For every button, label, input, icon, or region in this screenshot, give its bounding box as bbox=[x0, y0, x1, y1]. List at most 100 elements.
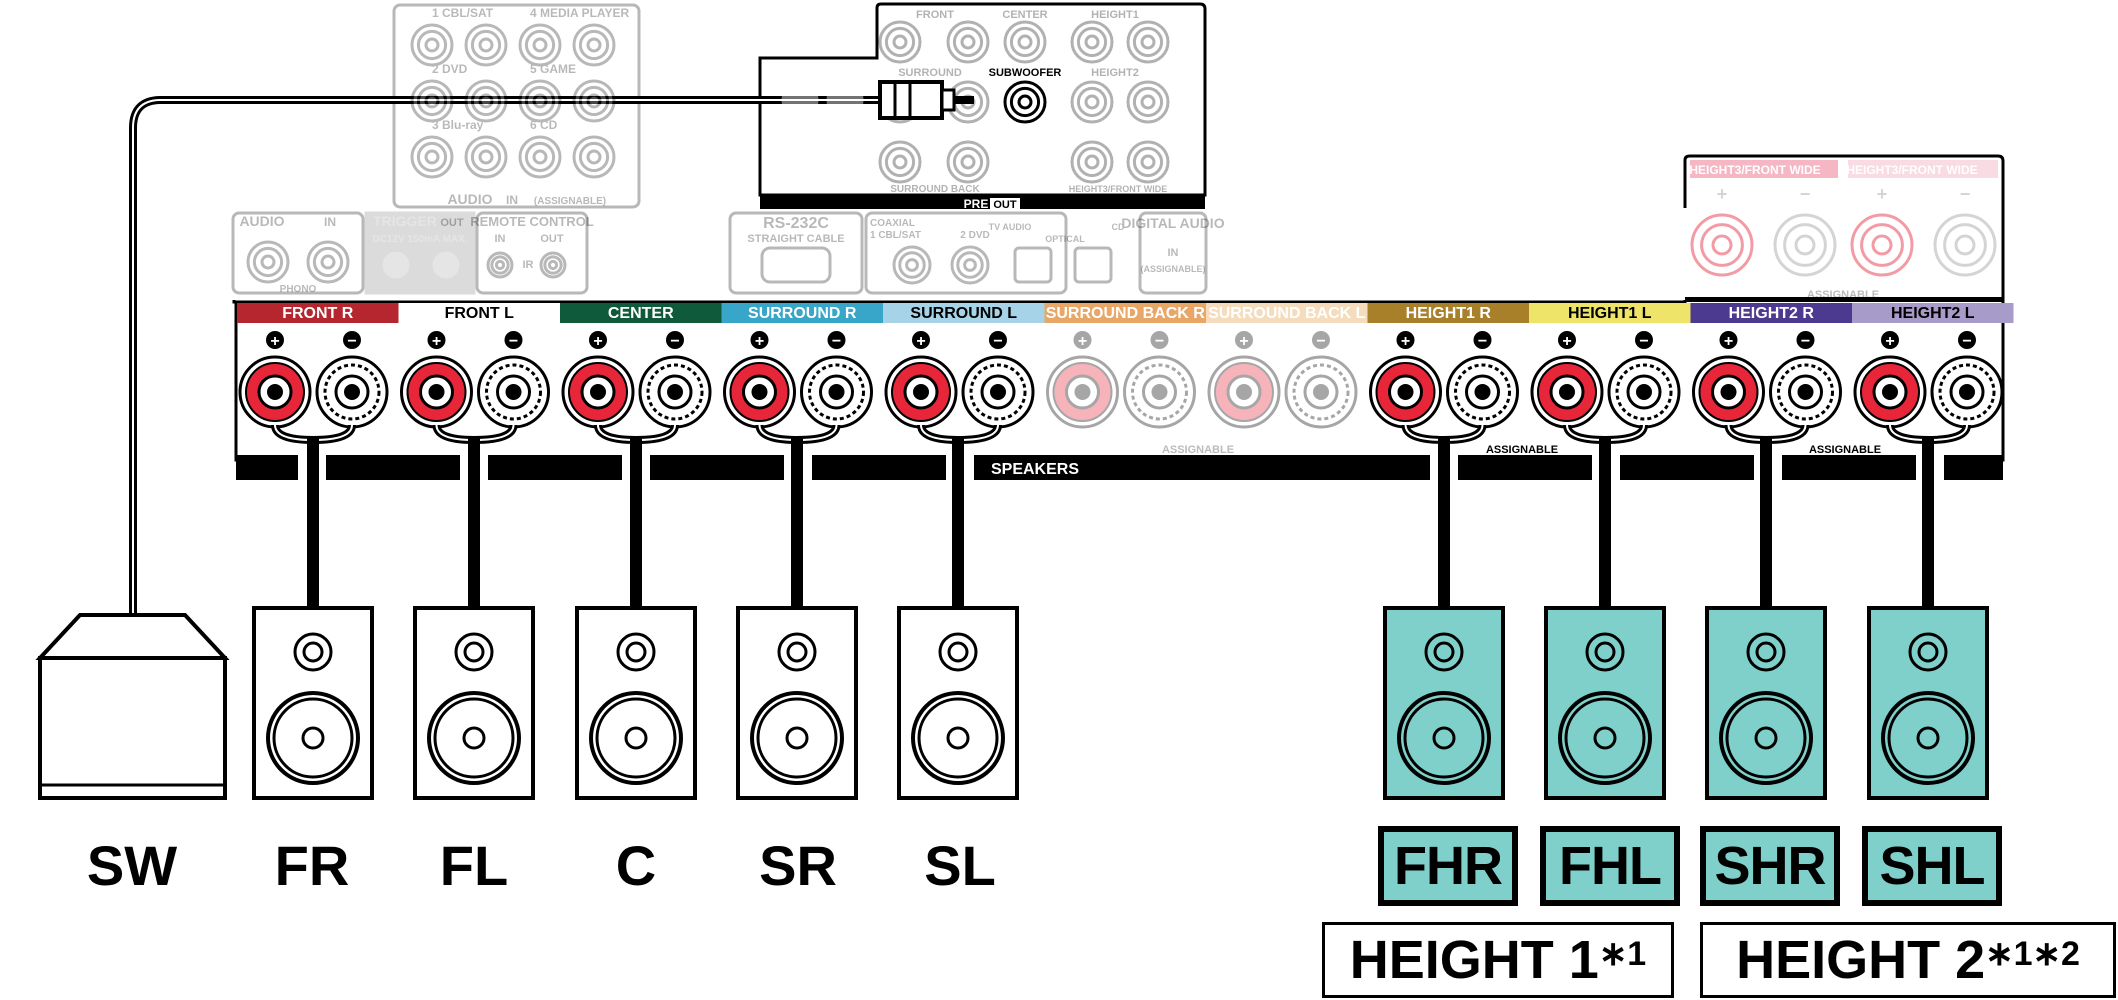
woofer-cap bbox=[1432, 726, 1456, 750]
minus-marker bbox=[1150, 331, 1169, 349]
minus-terminal-ring bbox=[1284, 355, 1358, 429]
height3-terminal bbox=[1933, 213, 1997, 277]
assignable-1-bg bbox=[1050, 440, 1420, 455]
speaker-wire bbox=[1922, 438, 1934, 608]
audio-input-jack bbox=[518, 135, 562, 179]
plus-sign: + bbox=[593, 333, 602, 350]
plus-marker bbox=[750, 331, 769, 349]
remote-jack-out bbox=[539, 251, 567, 279]
terminal-pair: +− bbox=[1207, 331, 1358, 429]
minus-marker bbox=[1958, 331, 1976, 349]
minus-sign: − bbox=[1316, 333, 1325, 350]
group-height1-note: ∗1 bbox=[1598, 935, 1647, 973]
minus-terminal-core bbox=[990, 384, 1006, 400]
label-c: C bbox=[615, 834, 657, 897]
plus-marker bbox=[1073, 331, 1092, 349]
minus-terminal-hole bbox=[1303, 374, 1339, 410]
plus-sign: + bbox=[916, 333, 925, 350]
preout-jack bbox=[1070, 80, 1114, 124]
height3-l-header bbox=[1848, 160, 1998, 178]
plus-terminal-hole bbox=[1226, 374, 1262, 410]
speaker-cabinet bbox=[575, 606, 697, 800]
rca-plug bbox=[878, 80, 974, 120]
tweeter-inner bbox=[947, 641, 969, 663]
terminal-pair: +− bbox=[1692, 331, 1842, 429]
phono-jack-l bbox=[306, 240, 350, 284]
group-height2-note: ∗1∗2 bbox=[1985, 935, 2080, 973]
minus-marker bbox=[1473, 331, 1492, 349]
plus-terminal-core bbox=[1559, 384, 1575, 400]
minus-sign: − bbox=[1962, 333, 1971, 350]
speaker-wire bbox=[791, 438, 803, 608]
preout-jack bbox=[878, 20, 922, 64]
height3-l-label: HEIGHT3/FRONT WIDE bbox=[1846, 163, 1977, 177]
coaxial-input-2: 2 DVD bbox=[960, 230, 989, 241]
plus-sign: + bbox=[1401, 333, 1410, 350]
audio-input-jack bbox=[572, 79, 616, 123]
preout-jack bbox=[946, 20, 990, 64]
zone3-label: ZONE3 bbox=[800, 183, 837, 195]
plus-terminal-core bbox=[428, 384, 445, 400]
minus-terminal-core bbox=[1797, 384, 1814, 400]
tweeter-inner bbox=[786, 641, 808, 663]
plus-sign: + bbox=[1078, 333, 1087, 350]
plus-marker bbox=[1396, 331, 1415, 349]
optical-cd-label: CD bbox=[1112, 222, 1125, 232]
plus-terminal-core bbox=[267, 384, 283, 400]
minus-marker bbox=[1796, 331, 1815, 349]
minus-sign: − bbox=[1155, 333, 1164, 350]
digital-in-label: IN bbox=[1168, 247, 1179, 259]
terminal-pair: +− bbox=[1530, 331, 1681, 429]
woofer-cap bbox=[946, 726, 970, 750]
trigger-label: TRIGGER bbox=[373, 213, 437, 229]
phono-jack-r bbox=[246, 240, 290, 284]
speaker-wire bbox=[1760, 438, 1772, 608]
woofer-cap bbox=[1916, 726, 1940, 750]
tweeter-inner bbox=[1755, 641, 1777, 663]
woofer-cap bbox=[785, 726, 809, 750]
minus-marker bbox=[827, 331, 846, 349]
plus-sign: + bbox=[1885, 333, 1894, 350]
height3-r-label: HEIGHT3/FRONT WIDE bbox=[1689, 163, 1820, 177]
preout-jack bbox=[1070, 140, 1114, 184]
trigger-jack-1 bbox=[382, 251, 410, 279]
speaker-cabinet bbox=[736, 606, 858, 800]
terminal-header bbox=[237, 303, 399, 323]
plus-terminal-ring bbox=[1046, 355, 1119, 429]
woofer-cap bbox=[1754, 726, 1778, 750]
plus-terminal-core bbox=[913, 384, 929, 400]
minus-terminal-hole bbox=[1142, 374, 1177, 410]
minus-sign: − bbox=[1639, 333, 1648, 350]
label-fl: FL bbox=[439, 834, 509, 897]
label-sw: SW bbox=[86, 834, 178, 897]
speaker-cabinet bbox=[1867, 606, 1989, 800]
plus-marker bbox=[589, 331, 607, 349]
woofer-cap bbox=[301, 726, 325, 750]
coax-jack-1 bbox=[892, 245, 932, 285]
minus-terminal-ring bbox=[1123, 355, 1196, 429]
preout-surround-label: SURROUND bbox=[898, 67, 962, 79]
speaker-wire bbox=[307, 438, 319, 608]
plus-terminal-hole bbox=[1065, 374, 1100, 410]
height3-polarity: − bbox=[1800, 184, 1811, 204]
terminal-panel-top-edge bbox=[1685, 297, 2003, 302]
height3-polarity: + bbox=[1717, 184, 1728, 204]
plus-terminal-core bbox=[1720, 384, 1737, 400]
assignable-label-1: ASSIGNABLE bbox=[1162, 444, 1234, 456]
rs232-port bbox=[760, 246, 832, 284]
optical-port-2 bbox=[1073, 246, 1113, 284]
coax-jack-2 bbox=[950, 245, 990, 285]
plus-sign: + bbox=[432, 333, 441, 350]
plus-marker bbox=[1235, 331, 1253, 349]
preout-subwoofer-label: SUBWOOFER bbox=[989, 67, 1062, 79]
speaker-cabinet bbox=[897, 606, 1019, 800]
speaker-cabinet bbox=[413, 606, 535, 800]
trigger-spec: DC12V 150mA MAX. bbox=[372, 234, 467, 245]
plus-sign: + bbox=[1562, 333, 1571, 350]
remote-jack-in bbox=[486, 251, 514, 279]
coaxial-label: COAXIAL bbox=[870, 218, 915, 229]
plus-marker bbox=[1881, 331, 1899, 349]
audio-in-tag: IN bbox=[506, 193, 518, 207]
